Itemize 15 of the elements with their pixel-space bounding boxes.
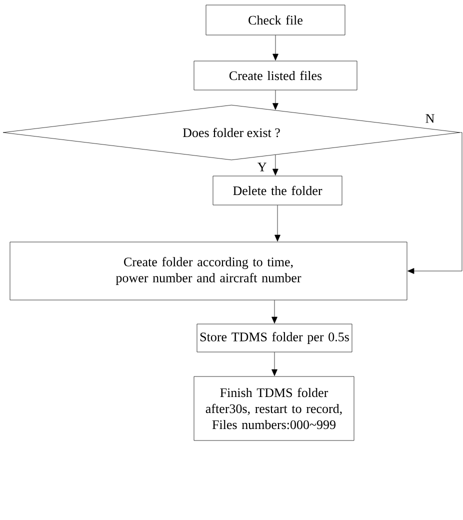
process-box: Check file — [206, 4, 346, 36]
arrow — [274, 205, 280, 242]
arrow — [272, 154, 278, 176]
process-box: Delete the folder — [212, 176, 342, 206]
edge-label: N — [426, 114, 434, 123]
arrow — [272, 90, 278, 110]
process-box: Create listed files — [194, 60, 358, 90]
process-box: Store TDMS folder per 0.5s — [196, 324, 352, 352]
process-box: Finish TDMS folder after30s, restart to record, Files numbers:000~999 — [194, 376, 354, 441]
arrow — [408, 132, 462, 274]
arrow — [272, 352, 278, 376]
arrow — [272, 35, 278, 60]
process-box: Create folder according to time, power number and aircraft number — [10, 242, 408, 300]
arrow — [272, 300, 278, 324]
edge-label: Y — [258, 162, 266, 172]
